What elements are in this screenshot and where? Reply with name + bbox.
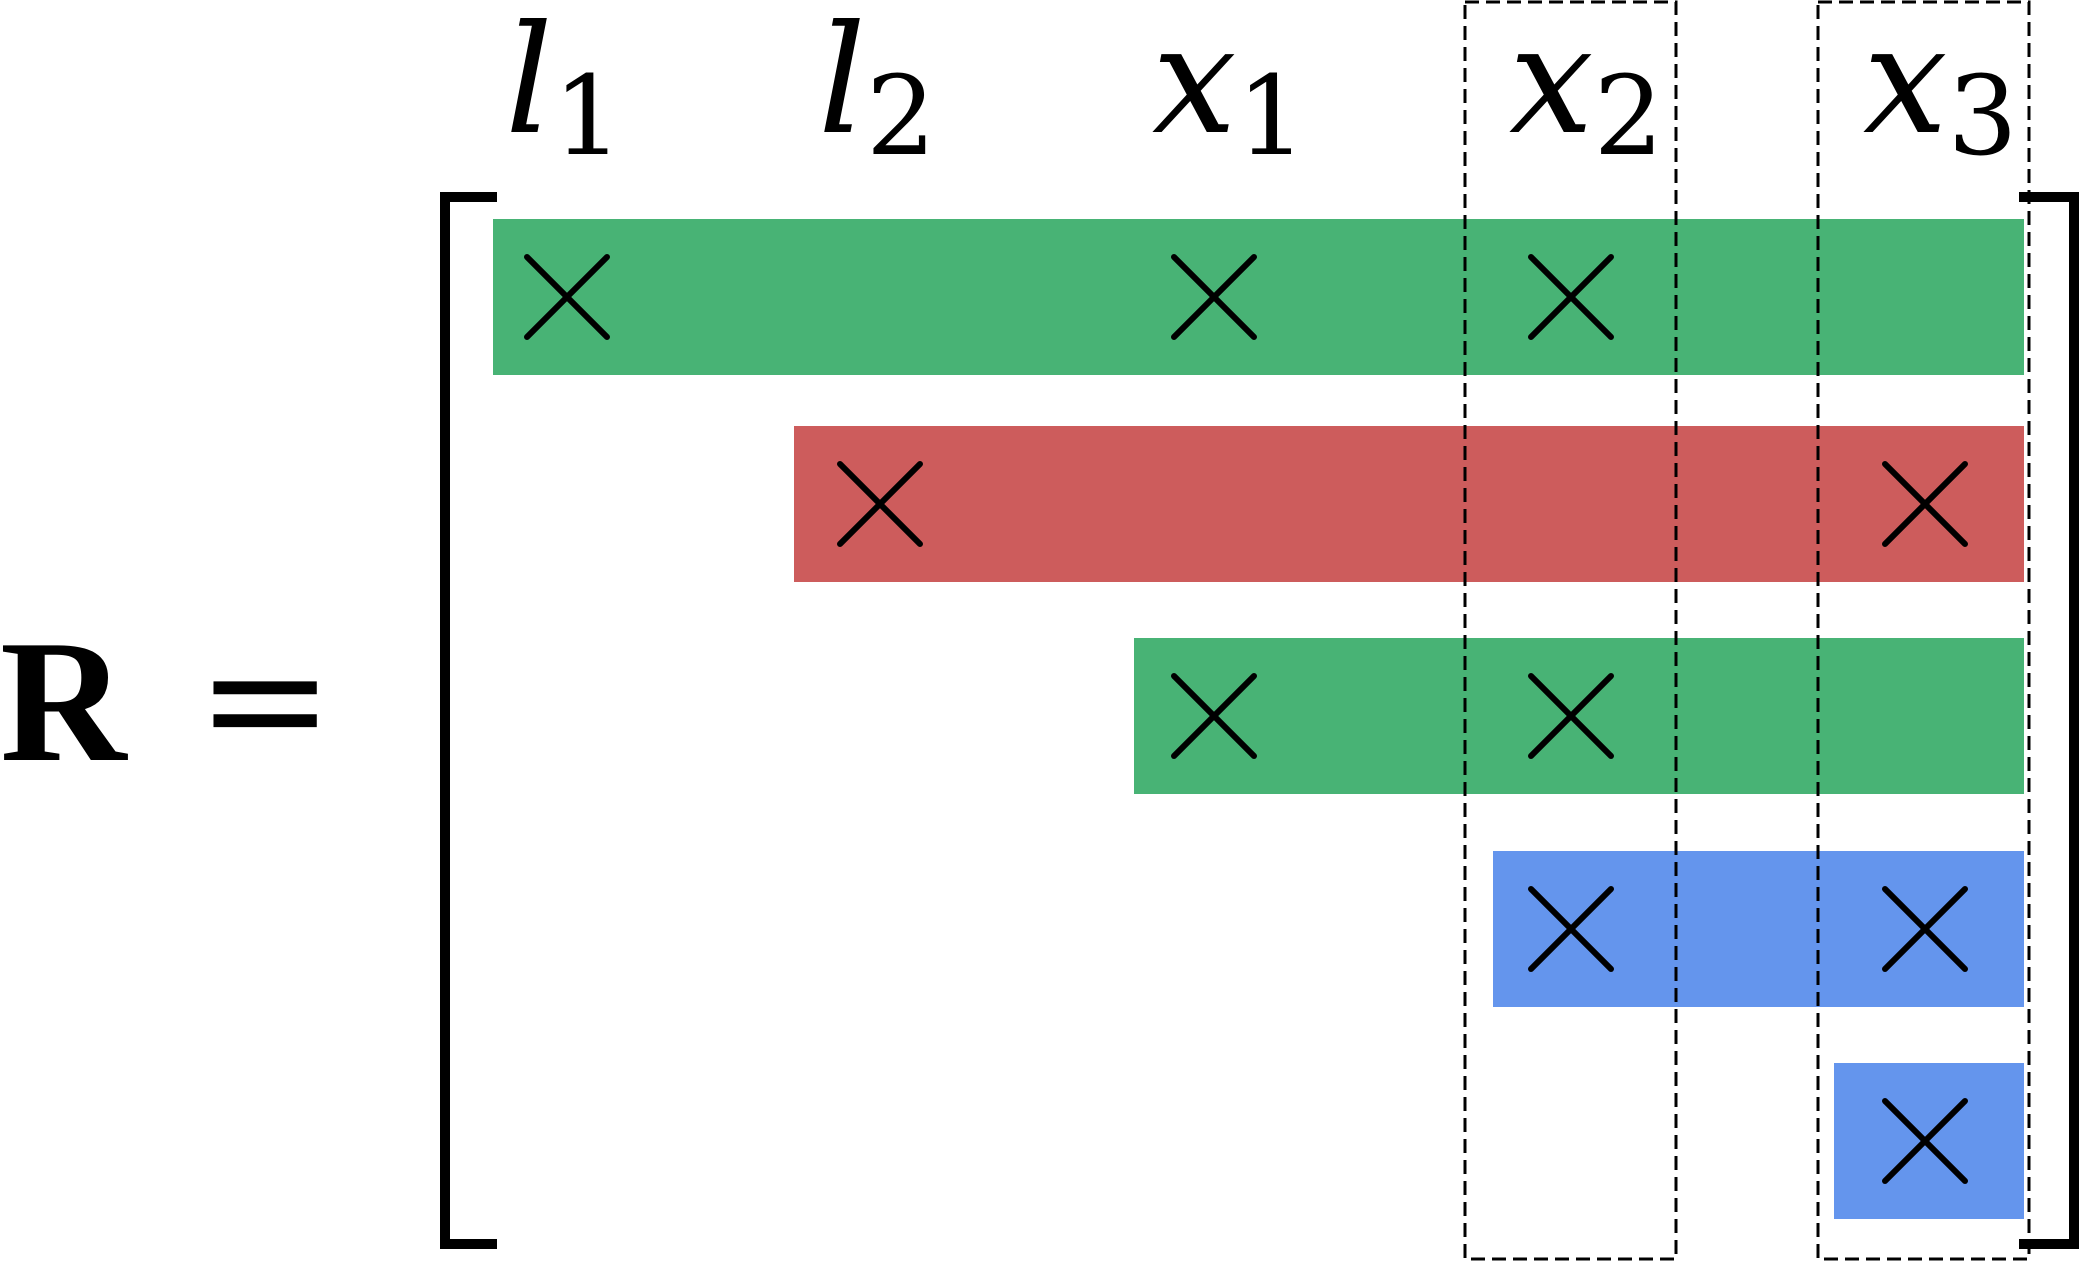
cross-mark xyxy=(1882,461,1968,547)
column-header-l1: l1 xyxy=(505,0,623,180)
cross-mark xyxy=(1171,673,1257,759)
row-bar-1 xyxy=(493,219,2024,375)
column-header-subscript: 1 xyxy=(1237,52,1307,180)
column-header-subscript: 3 xyxy=(1948,52,2018,180)
highlight-box-x2 xyxy=(1463,0,1678,1261)
cross-mark xyxy=(1528,886,1614,972)
cross-mark xyxy=(1171,254,1257,340)
row-bar-3 xyxy=(1134,638,2024,794)
column-header-x2: x2 xyxy=(1509,0,1664,180)
column-header-l2: l2 xyxy=(818,0,936,180)
matrix-letter: R xyxy=(0,604,128,798)
row-bars xyxy=(493,219,2024,1219)
cross-marks xyxy=(524,254,1968,1184)
column-highlights xyxy=(1463,0,2031,1261)
column-header-base: x xyxy=(1152,0,1237,168)
column-header-subscript: 2 xyxy=(866,52,936,180)
cross-mark xyxy=(1882,1098,1968,1184)
column-header-x3: x3 xyxy=(1863,0,2018,180)
column-header-subscript: 2 xyxy=(1594,52,1664,180)
cross-mark xyxy=(1528,254,1614,340)
column-header-base: x xyxy=(1509,0,1594,168)
cross-mark xyxy=(1882,886,1968,972)
cross-mark xyxy=(1528,673,1614,759)
right-bracket xyxy=(2019,192,2079,1249)
matrix-brackets xyxy=(440,192,2079,1249)
row-bar-2 xyxy=(794,426,2024,582)
cross-mark xyxy=(837,461,923,547)
highlight-box-x3 xyxy=(1816,0,2031,1261)
equals-sign: = xyxy=(196,603,334,795)
column-header-base: l xyxy=(818,0,866,168)
cross-mark xyxy=(524,254,610,340)
row-bar-4 xyxy=(1493,851,2024,1007)
column-header-x1: x1 xyxy=(1152,0,1307,180)
column-header-base: x xyxy=(1863,0,1948,168)
column-header-base: l xyxy=(505,0,553,168)
column-header-subscript: 1 xyxy=(553,52,623,180)
matrix-symbol: R = xyxy=(0,603,334,798)
left-bracket xyxy=(440,192,497,1249)
